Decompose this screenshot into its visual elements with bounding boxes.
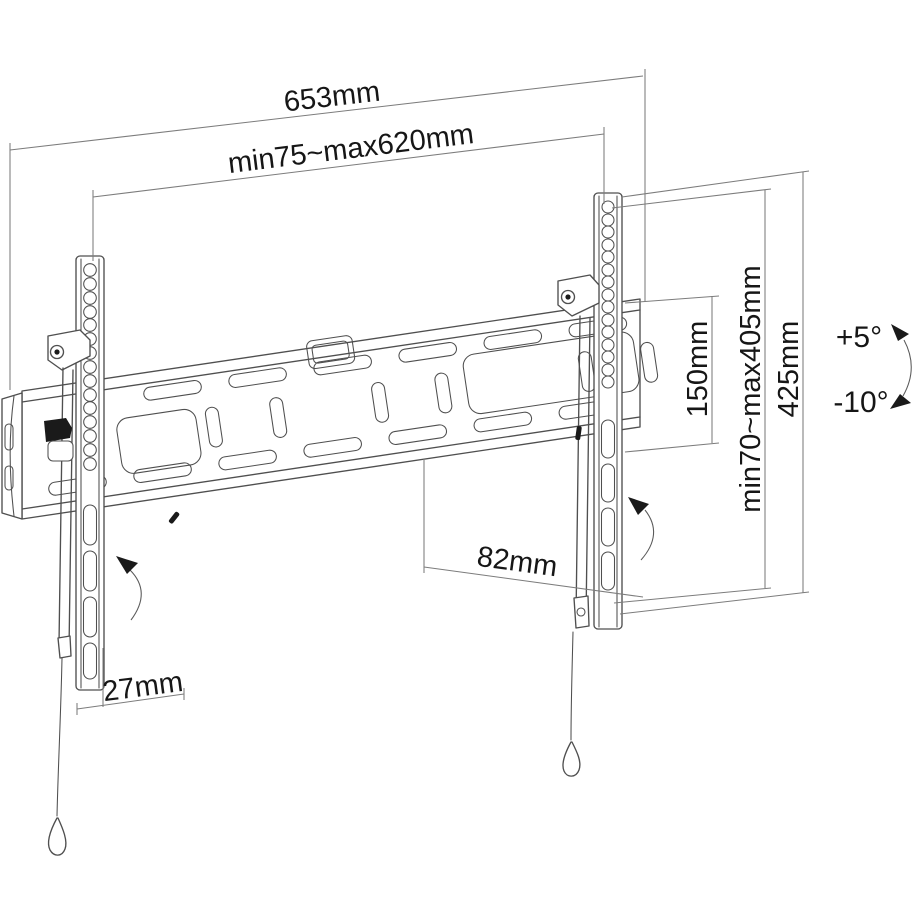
dim-hole-span: [624, 295, 720, 453]
left-tilt-arc: [129, 569, 142, 621]
right-cord-pull: [562, 741, 581, 777]
right-tilt-arc: [640, 509, 655, 561]
hole-span-label: 150mm: [682, 321, 714, 418]
tilt-range-arc: [902, 339, 912, 397]
wall-plate-outline: [21, 298, 641, 520]
left-bracket-strip: [75, 255, 105, 691]
left-tilt-arrowhead: [116, 556, 138, 574]
right-tilt-arrowhead: [628, 497, 649, 515]
bracket-height-label: 425mm: [773, 321, 805, 418]
tilt-down-label: -10°: [833, 386, 888, 419]
left-wall-hook-plate: [47, 329, 91, 371]
dim-total-width: [9, 69, 646, 390]
wall-plate-top-fold-line: [21, 309, 641, 403]
tilt-motion-arrows: [116, 497, 655, 621]
left-latch-mechanism: [44, 329, 180, 659]
right-latch-pin: [575, 426, 582, 441]
left-latch-handle: [44, 418, 72, 442]
center-clip: [306, 335, 356, 370]
right-wall-hook-plate: [557, 274, 600, 317]
wall-plate-left-end-cap: [1, 392, 23, 520]
right-tv-bracket: [557, 192, 623, 777]
bottom-offset-label: 27mm: [101, 666, 185, 708]
dim-vesa-width-range: [92, 127, 605, 261]
right-bracket-strip: [593, 192, 623, 630]
dim-bracket-height: [619, 170, 810, 615]
left-bracket-holes: [83, 263, 97, 471]
vesa-width-range-label: min75~max620mm: [226, 118, 475, 180]
left-pressed-panel: [116, 408, 202, 474]
dim-vesa-height-range: [611, 188, 772, 604]
right-bracket-holes: [601, 200, 615, 389]
tilt-range-indicator: +5° -10°: [833, 321, 912, 419]
total-width-label: 653mm: [282, 76, 382, 119]
right-pull-cord: [570, 631, 574, 741]
depth-from-wall-label: 82mm: [475, 541, 559, 583]
right-latch-mechanism: [557, 274, 600, 629]
dimension-callouts: [9, 69, 810, 715]
left-cord-pull: [47, 817, 67, 856]
left-latch-pin: [168, 511, 180, 524]
dim-bottom-offset: [76, 648, 185, 715]
tilt-up-label: +5°: [836, 321, 882, 354]
dim-depth-from-wall: [423, 459, 644, 598]
wall-plate-rail: [1, 298, 659, 520]
tilt-range-arrowhead-up: [891, 324, 909, 341]
tilt-range-arrowhead-down: [890, 394, 911, 409]
right-pressed-panel: [462, 331, 640, 415]
left-bracket-slots: [82, 504, 98, 680]
left-tv-bracket: [44, 255, 180, 856]
wall-plate-cutouts: [48, 316, 659, 496]
vesa-height-range-label: min70~max405mm: [735, 265, 767, 512]
left-pull-cord: [56, 657, 63, 817]
right-bracket-slots: [600, 419, 616, 591]
wall-plate-bottom-fold-line: [21, 416, 641, 510]
